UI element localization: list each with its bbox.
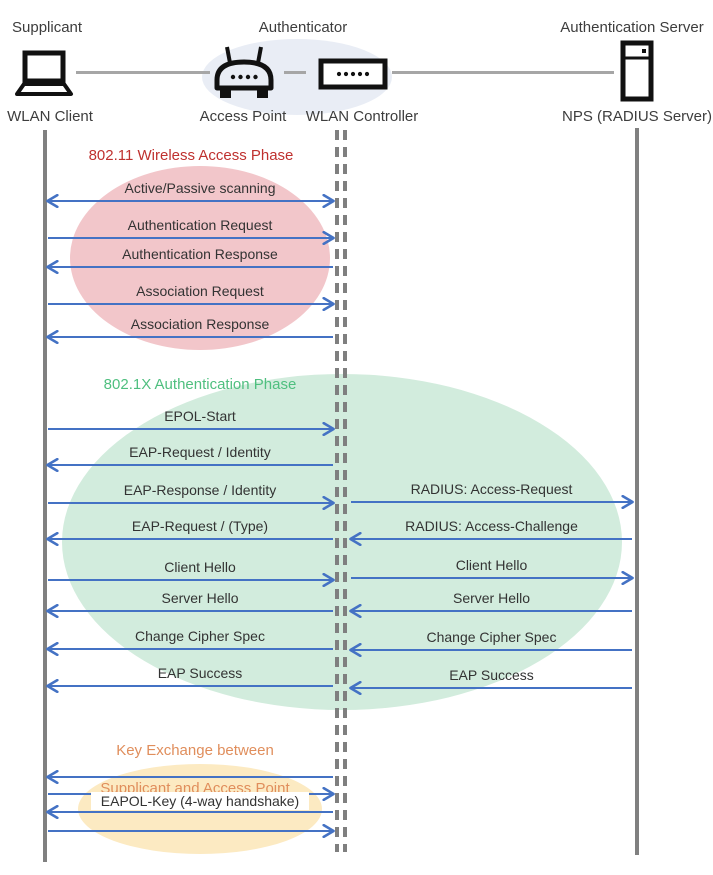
message-label: Server Hello [55, 590, 345, 607]
message-label: Client Hello [348, 557, 635, 574]
message-label: EAPOL-Key (4-way handshake) [55, 792, 345, 810]
phase1-title: 802.11 Wireless Access Phase [88, 147, 294, 164]
controller-lifeline-right [343, 130, 347, 852]
device-nps-radius-server: NPS (RADIUS Server) [561, 108, 713, 125]
message-label-text: EAPOL-Key (4-way handshake) [90, 792, 310, 810]
device-wlan-controller: WLAN Controller [305, 108, 419, 125]
message-label: Authentication Response [55, 246, 345, 263]
message-label-text: Server Hello [452, 590, 531, 606]
device-wlan-client: WLAN Client [7, 108, 93, 125]
message-label: RADIUS: Access-Request [348, 481, 635, 498]
message-label: EAP Success [348, 667, 635, 684]
connector-line [392, 71, 614, 74]
message-label-text: EAP Success [449, 667, 534, 683]
message-label: Active/Passive scanning [55, 180, 345, 197]
message-label-text: Association Response [130, 316, 270, 332]
message-label: EAP-Request / Identity [55, 444, 345, 461]
role-authentication-server: Authentication Server [560, 19, 704, 36]
message-label-text: Authentication Request [127, 217, 273, 233]
laptop-icon [15, 50, 73, 96]
message-label-text: RADIUS: Access-Challenge [405, 518, 578, 534]
message-label: RADIUS: Access-Challenge [348, 518, 635, 535]
message-label: Change Cipher Spec [348, 629, 635, 646]
message-label-text: EAP Success [157, 665, 243, 681]
message-label-text: EAP-Request / (Type) [131, 518, 269, 534]
message-label-text: Server Hello [161, 590, 239, 606]
message-label-text: RADIUS: Access-Request [410, 481, 573, 497]
role-supplicant: Supplicant [12, 19, 83, 36]
message-label-text: Change Cipher Spec [135, 628, 265, 644]
message-label: Client Hello [55, 559, 345, 576]
device-access-point: Access Point [199, 108, 287, 125]
message-label: Change Cipher Spec [55, 628, 345, 645]
message-label: EPOL-Start [55, 408, 345, 425]
message-label: Association Response [55, 316, 345, 333]
message-label-text: EAP-Request / Identity [129, 444, 271, 460]
phase2-title: 802.1X Authentication Phase [103, 376, 297, 393]
message-label-text: Client Hello [455, 557, 528, 573]
connector-line [284, 71, 306, 74]
supplicant-lifeline [43, 130, 47, 862]
message-label: Authentication Request [55, 217, 345, 234]
message-label: EAP-Response / Identity [55, 482, 345, 499]
message-label-text: Active/Passive scanning [124, 180, 276, 196]
access-point-icon [214, 46, 274, 98]
message-label-text: Authentication Response [122, 246, 278, 262]
message-label-text: EPOL-Start [164, 408, 236, 424]
server-icon [620, 40, 654, 102]
message-label-text: EAP-Response / Identity [123, 482, 277, 498]
message-label: EAP Success [55, 665, 345, 682]
message-label-text: Client Hello [164, 559, 236, 575]
message-label: EAP-Request / (Type) [55, 518, 345, 535]
role-authenticator: Authenticator [258, 19, 348, 36]
message-label-text: Change Cipher Spec [426, 629, 557, 645]
controller-lifeline-left [335, 130, 339, 852]
message-label: Association Request [55, 283, 345, 300]
server-lifeline [635, 128, 639, 855]
message-label-text: Association Request [136, 283, 264, 299]
wlan-controller-icon [318, 58, 388, 90]
phase3-title-line1: Key Exchange between [116, 742, 274, 759]
message-label: Server Hello [348, 590, 635, 607]
connector-line [76, 71, 210, 74]
